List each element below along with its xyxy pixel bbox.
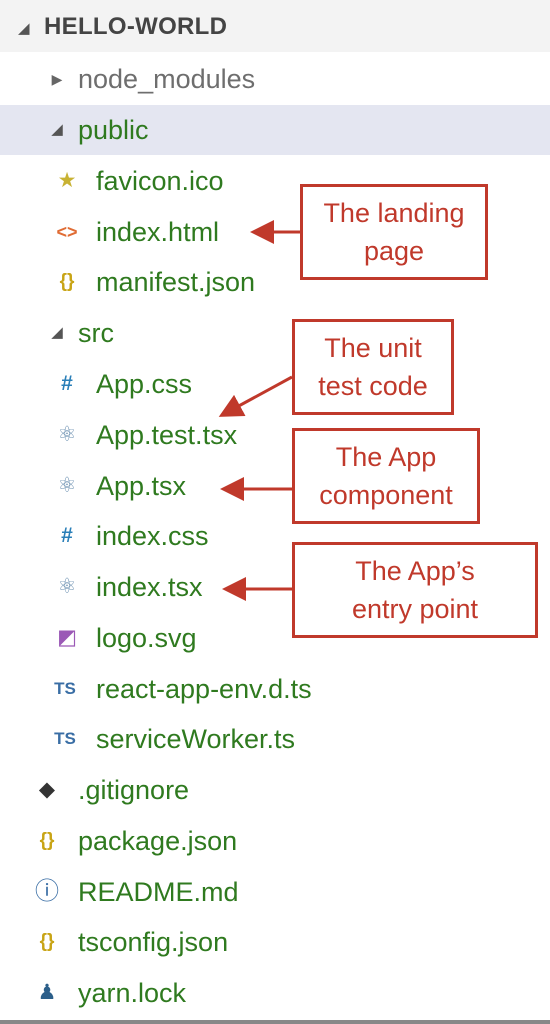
callout-text: entry point — [351, 594, 479, 624]
tree-item-app-tsx[interactable]: ⚛ App.tsx — [0, 461, 550, 511]
tree-item-label: serviceWorker.ts — [96, 724, 296, 754]
tree-item-label: public — [78, 115, 149, 145]
tree-item-label: App.test.tsx — [96, 420, 238, 450]
tree-item-label: index.tsx — [96, 572, 203, 602]
tree-item-react-app-env[interactable]: TS react-app-env.d.ts — [0, 664, 550, 714]
git-icon: ◆ — [38, 778, 56, 801]
chevron-down-icon[interactable]: ◢ — [51, 324, 63, 341]
tree-item-label: logo.svg — [96, 623, 197, 653]
react-icon: ⚛ — [57, 474, 77, 497]
callout-text: The landing — [323, 198, 465, 228]
project-title: HELLO-WORLD — [44, 13, 228, 40]
chevron-right-icon[interactable]: ▶ — [51, 71, 63, 87]
tree-item-label: node_modules — [78, 64, 256, 94]
tree-item-node-modules[interactable]: ▶ node_modules — [0, 54, 550, 104]
tree-item-index-html[interactable]: <> index.html — [0, 207, 550, 257]
tree-item-tsconfig-json[interactable]: {} tsconfig.json — [0, 917, 550, 967]
tree-item-label: react-app-env.d.ts — [96, 674, 312, 704]
html-icon: <> — [56, 222, 78, 242]
tree-item-gitignore[interactable]: ◆ .gitignore — [0, 765, 550, 815]
tree-item-logo-svg[interactable]: ◩ logo.svg — [0, 613, 550, 663]
callout-text: The App’s — [355, 556, 475, 586]
typescript-icon: TS — [54, 679, 76, 698]
tree-item-label: .gitignore — [78, 775, 190, 805]
tree-item-label: App.tsx — [96, 471, 187, 501]
tree-item-label: README.md — [78, 877, 239, 907]
callout-entry-point: The App’s entry point — [292, 542, 538, 638]
tree-item-package-json[interactable]: {} package.json — [0, 816, 550, 866]
callout-text: page — [363, 236, 425, 266]
info-icon: ⓘ — [35, 878, 59, 905]
tree-item-index-tsx[interactable]: ⚛ index.tsx — [0, 562, 550, 612]
css-icon: # — [61, 524, 73, 547]
tree-item-label: manifest.json — [96, 267, 256, 297]
callout-text: component — [319, 480, 453, 510]
star-icon: ★ — [57, 169, 77, 192]
tree-item-favicon[interactable]: ★ favicon.ico — [0, 156, 550, 206]
css-icon: # — [61, 372, 73, 395]
panel-bottom-border — [0, 1020, 550, 1024]
chevron-down-icon[interactable]: ◢ — [51, 121, 63, 138]
callout-landing-page: The landing page — [300, 184, 488, 280]
json-icon: {} — [59, 271, 75, 292]
tree-item-label: package.json — [78, 826, 238, 856]
explorer-header[interactable]: ◢ HELLO-WORLD — [0, 0, 550, 52]
chevron-down-icon[interactable]: ◢ — [18, 20, 30, 37]
yarn-icon: ♟ — [37, 981, 57, 1004]
svg-image-icon: ◩ — [57, 626, 77, 649]
typescript-icon: TS — [54, 729, 76, 748]
tree-item-service-worker[interactable]: TS serviceWorker.ts — [0, 714, 550, 764]
react-icon: ⚛ — [57, 575, 77, 598]
tree-item-label: favicon.ico — [96, 166, 224, 196]
callout-text: The App — [335, 442, 437, 472]
callout-app-component: The App component — [292, 428, 480, 524]
tree-item-manifest-json[interactable]: {} manifest.json — [0, 257, 550, 307]
json-icon: {} — [39, 931, 55, 952]
tree-item-label: index.html — [96, 217, 220, 247]
tree-item-label: index.css — [96, 521, 209, 551]
react-icon: ⚛ — [57, 423, 77, 446]
tree-item-label: tsconfig.json — [78, 927, 229, 957]
tree-item-label: App.css — [96, 369, 193, 399]
callout-unit-test: The unit test code — [292, 319, 454, 415]
tree-item-src[interactable]: ◢ src — [0, 308, 550, 358]
tree-item-index-css[interactable]: # index.css — [0, 511, 550, 561]
tree-item-public[interactable]: ◢ public — [0, 105, 550, 155]
tree-item-label: src — [78, 318, 114, 348]
tree-item-app-test-tsx[interactable]: ⚛ App.test.tsx — [0, 410, 550, 460]
json-icon: {} — [39, 830, 55, 851]
tree-item-label: yarn.lock — [78, 978, 187, 1008]
callout-text: test code — [318, 371, 428, 401]
tree-item-app-css[interactable]: # App.css — [0, 359, 550, 409]
tree-item-readme[interactable]: ⓘ README.md — [0, 867, 550, 917]
tree-item-yarn-lock[interactable]: ♟ yarn.lock — [0, 968, 550, 1018]
callout-text: The unit — [324, 333, 422, 363]
